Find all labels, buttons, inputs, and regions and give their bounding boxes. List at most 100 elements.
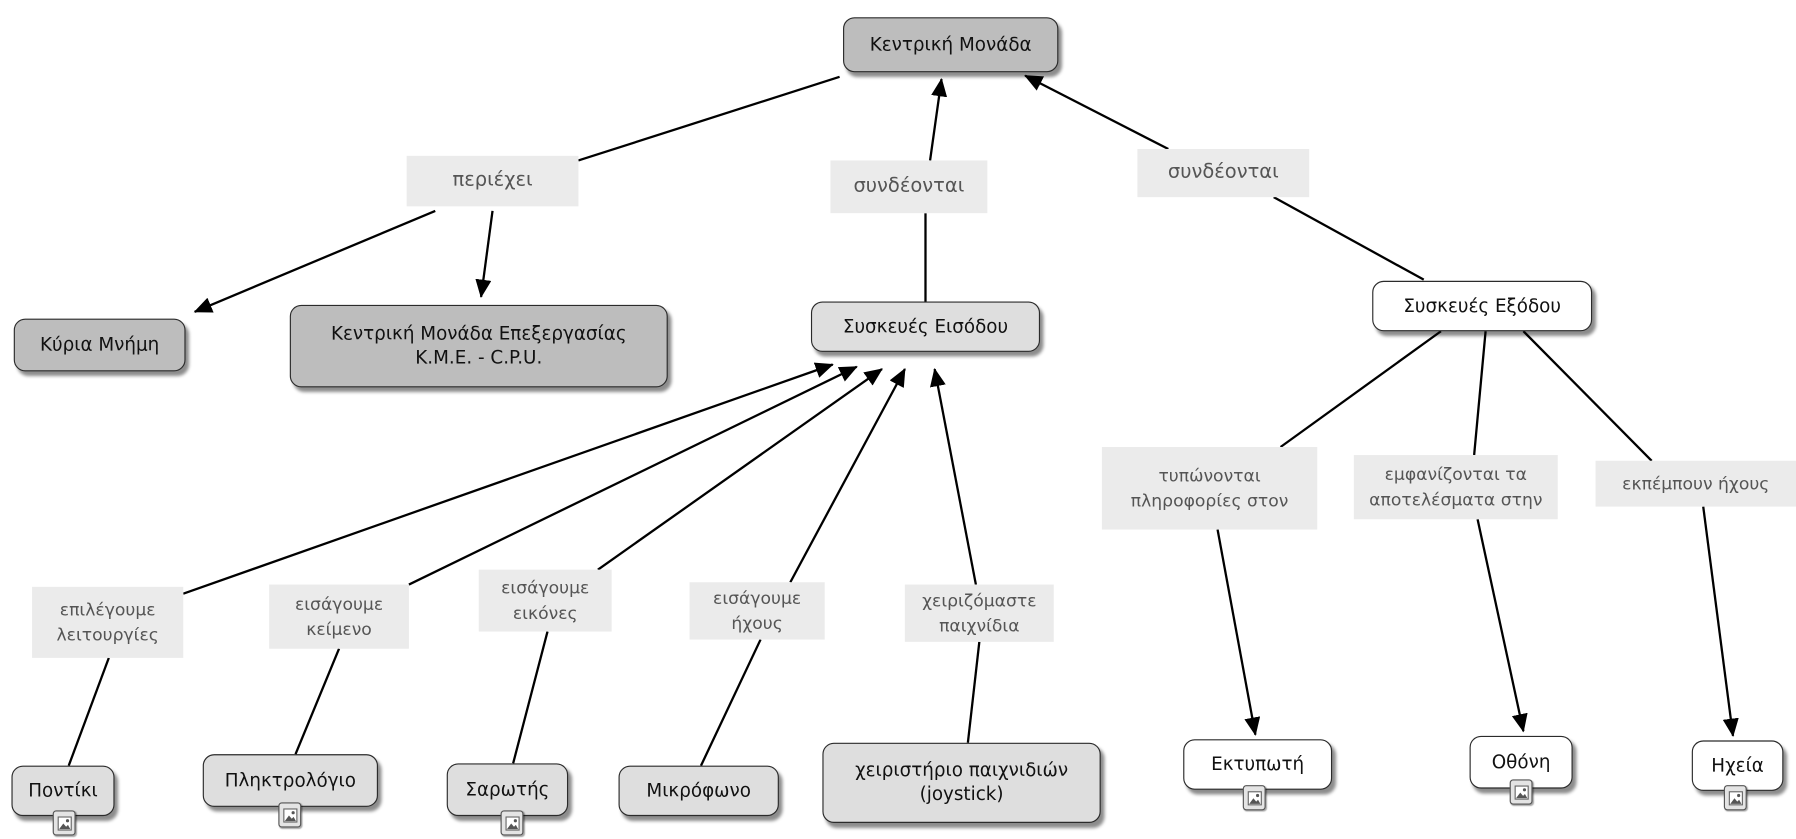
link-text: περιέχει	[452, 168, 533, 192]
image-icon-mountain	[1515, 792, 1527, 798]
arrow-connector	[1476, 518, 1528, 733]
link-text: πληροφορίες στον	[1130, 490, 1289, 512]
link-text: εικόνες	[512, 602, 578, 624]
node-label: Σαρωτής	[465, 777, 550, 800]
node-screen: Οθόνη	[1469, 735, 1573, 789]
image-icon[interactable]	[278, 802, 302, 828]
link-label-connect-input: συνδέονται	[830, 160, 988, 214]
node-keyboard: Πληκτρολόγιο	[202, 754, 378, 807]
link-label-contains: περιέχει	[406, 155, 579, 207]
link-text: εκπέμπουν ήχους	[1622, 473, 1770, 494]
node-label: Κεντρική Μονάδα	[869, 32, 1032, 55]
node-label: Ποντίκι	[28, 778, 98, 801]
image-icon-mountain	[1729, 797, 1741, 804]
link-label-select-functions: επιλέγουμε λειτουργίες	[32, 586, 184, 658]
link-text: συνδέονται	[1167, 160, 1279, 184]
node-label: Ηχεία	[1711, 753, 1764, 776]
connector-line	[1273, 196, 1425, 281]
connector-line	[512, 631, 549, 764]
connector-line	[294, 648, 341, 755]
image-icon-graphic	[1514, 784, 1529, 800]
arrow-connector	[182, 362, 834, 595]
image-icon-graphic	[282, 807, 297, 823]
link-text: εισάγουμε	[294, 593, 384, 614]
image-icon[interactable]	[500, 810, 524, 836]
node-label: Οθόνη	[1491, 750, 1551, 773]
image-icon[interactable]	[1509, 779, 1533, 805]
connector-line	[67, 657, 110, 767]
link-text: εισάγουμε	[501, 577, 590, 598]
node-printer: Εκτυπωτή	[1183, 739, 1333, 790]
node-label: Κ.Μ.Ε. - C.P.U.	[415, 346, 543, 368]
arrow-connector	[1702, 506, 1739, 737]
image-icon-mountain	[506, 822, 518, 829]
node-main-memory: Κύρια Μνήμη	[13, 318, 186, 372]
arrow-connector	[597, 368, 883, 571]
node-central-unit: Κεντρική Μονάδα	[843, 17, 1059, 73]
connector-line	[699, 639, 762, 767]
node-microphone: Μικρόφωνο	[618, 765, 779, 817]
image-icon[interactable]	[52, 810, 76, 836]
link-label-enter-text: εισάγουμε κείμενο	[269, 584, 409, 649]
link-text: εμφανίζονται τα	[1384, 463, 1527, 485]
node-label: Μικρόφωνο	[646, 778, 751, 801]
link-label-enter-sounds: εισάγουμε ήχους	[689, 582, 825, 640]
node-scanner: Σαρωτής	[446, 763, 569, 817]
image-icon-sun	[290, 810, 295, 814]
node-label: χειριστήριο παιχνιδιών	[855, 758, 1069, 781]
image-icon-graphic	[504, 815, 520, 831]
connector-line	[966, 641, 981, 743]
link-label-connect-output: συνδέονται	[1137, 149, 1310, 198]
link-label-emit-sounds: εκπέμπουν ήχους	[1595, 460, 1796, 507]
node-label: Συσκευές Εισόδου	[842, 314, 1009, 337]
image-icon[interactable]	[1242, 785, 1266, 811]
arrow-connector	[1216, 529, 1261, 736]
link-text: συνδέονται	[853, 174, 965, 198]
node-label: Συσκευές Εξόδου	[1403, 294, 1561, 316]
image-icon-graphic	[1247, 790, 1262, 805]
image-icon-mountain	[1248, 797, 1260, 804]
node-input-devices: Συσκευές Εισόδου	[810, 301, 1041, 352]
node-cpu: Κεντρική Μονάδα Επεξεργασίας Κ.Μ.Ε. - C.…	[289, 304, 668, 388]
link-text: εισάγουμε	[713, 587, 802, 609]
image-icon-sun	[1255, 793, 1259, 797]
node-output-devices: Συσκευές Εξόδου	[1372, 280, 1593, 332]
link-text: λειτουργίες	[56, 624, 159, 646]
image-icon-sun	[513, 818, 517, 822]
arrow-connector	[1024, 74, 1169, 151]
image-icon-mountain	[284, 814, 296, 821]
link-label-enter-images: εισάγουμε εικόνες	[478, 569, 612, 632]
connector-line	[1473, 331, 1487, 456]
link-text: επιλέγουμε	[59, 598, 156, 620]
image-icon-graphic	[57, 815, 72, 831]
image-icon-sun	[1522, 787, 1526, 791]
image-icon-mountain	[58, 822, 70, 829]
connector-line	[1279, 330, 1442, 448]
image-icon[interactable]	[1723, 785, 1747, 811]
link-label-printed-info: τυπώνονται πληροφορίες στον	[1101, 447, 1318, 530]
node-speakers: Ηχεία	[1691, 740, 1784, 791]
connector-line	[1522, 330, 1653, 462]
node-label: Κεντρική Μονάδα Επεξεργασίας	[330, 322, 627, 345]
node-label: Πληκτρολόγιο	[224, 768, 356, 791]
arrow-connector	[789, 368, 906, 583]
link-text: κείμενο	[306, 618, 372, 640]
arrow-connector	[193, 209, 436, 313]
arrow-connector	[408, 365, 858, 586]
link-text: παιχνίδια	[939, 615, 1020, 637]
node-joystick: χειριστήριο παιχνιδιών (joystick)	[822, 742, 1101, 823]
image-icon-graphic	[1728, 790, 1743, 805]
connector-line	[578, 75, 840, 162]
node-label: Εκτυπωτή	[1211, 752, 1305, 775]
link-text: αποτελέσματα στην	[1369, 489, 1543, 511]
image-icon-sun	[65, 818, 69, 822]
image-icon-sun	[1736, 793, 1740, 797]
link-label-handle-games: χειριζόμαστε παιχνίδια	[904, 584, 1054, 642]
arrow-connector	[930, 367, 978, 585]
link-label-results-shown: εμφανίζονται τα αποτελέσματα στην	[1353, 455, 1558, 520]
node-label: Κύρια Μνήμη	[39, 333, 160, 355]
link-text: χειριζόμαστε	[922, 589, 1037, 611]
link-text: ήχους	[731, 613, 783, 634]
